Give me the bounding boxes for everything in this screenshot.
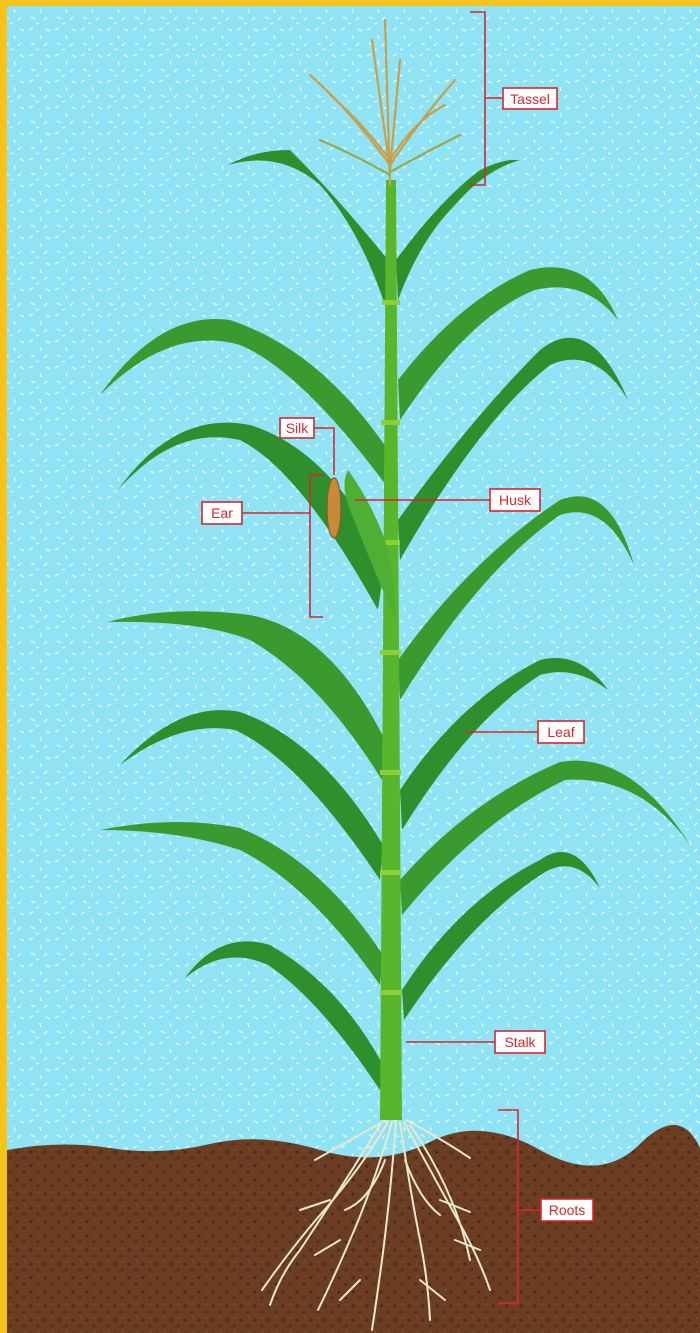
ear bbox=[327, 478, 341, 538]
silk-label: Silk bbox=[286, 420, 310, 436]
ear-label: Ear bbox=[211, 505, 233, 521]
tassel-label: Tassel bbox=[510, 91, 550, 107]
sky-background bbox=[7, 6, 700, 1333]
leaf-label: Leaf bbox=[547, 724, 574, 740]
roots-label: Roots bbox=[549, 1202, 586, 1218]
husk-label: Husk bbox=[499, 492, 532, 508]
stalk-label: Stalk bbox=[504, 1034, 536, 1050]
